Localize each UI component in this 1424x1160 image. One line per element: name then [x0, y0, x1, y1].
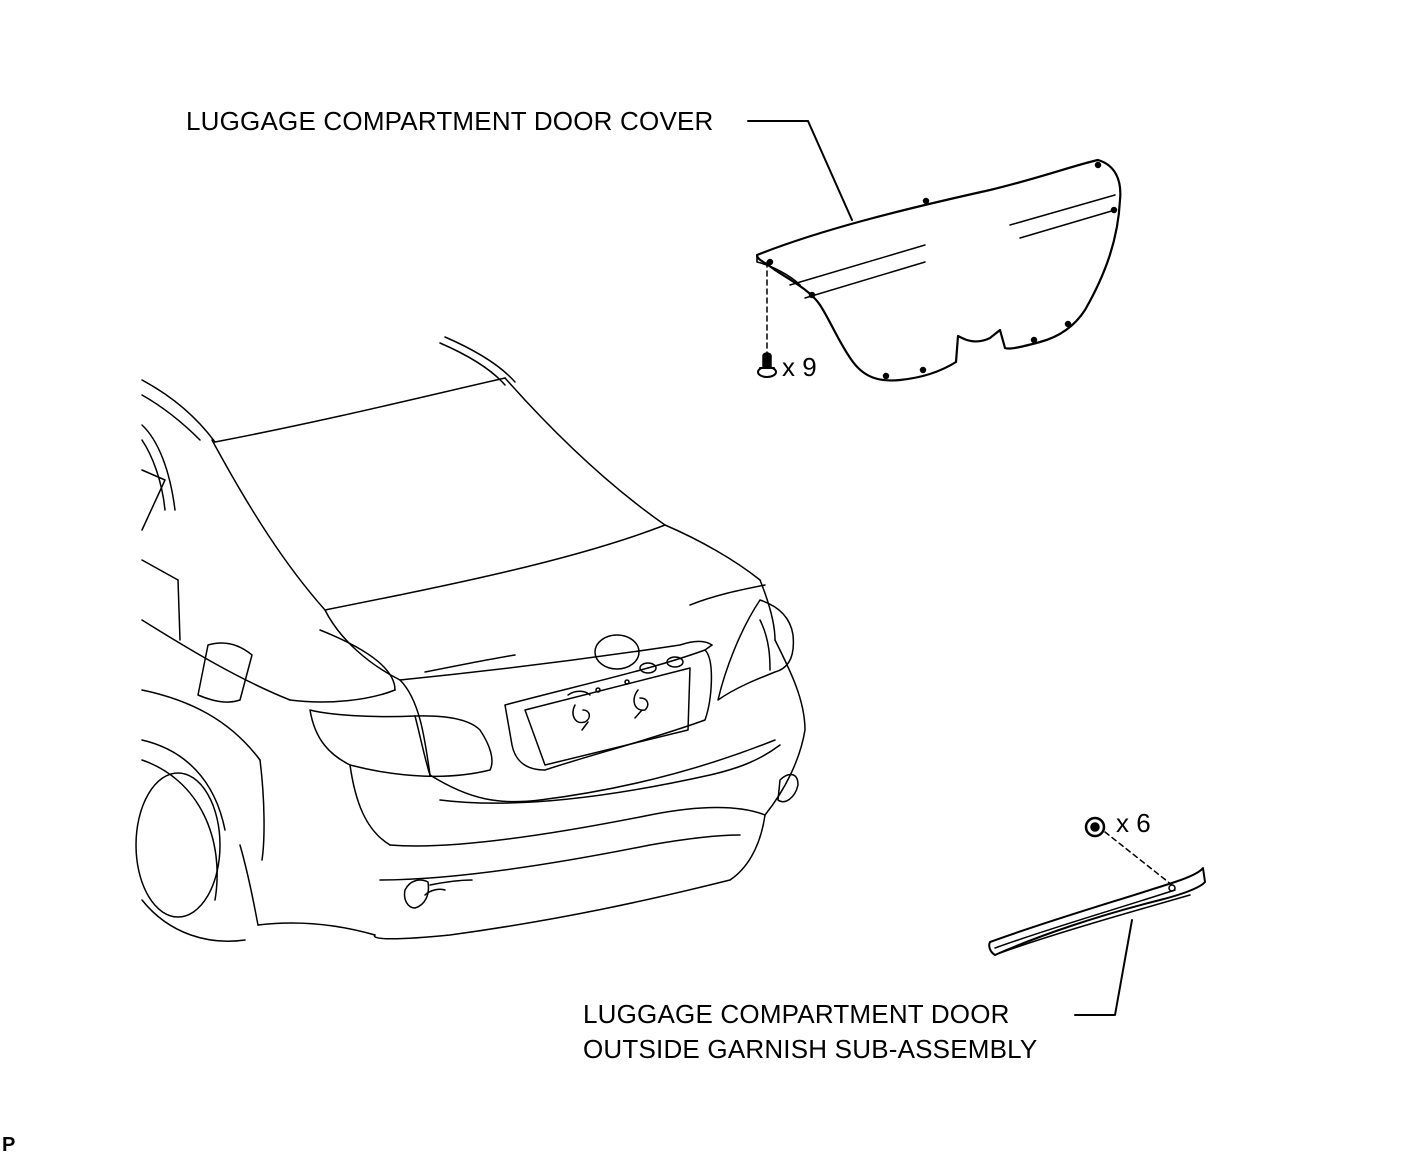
- clip-icon: [757, 352, 777, 378]
- door-cover-label: LUGGAGE COMPARTMENT DOOR COVER: [186, 106, 714, 136]
- nut-quantity: x 6: [1116, 808, 1151, 838]
- nut-icon: [1084, 816, 1106, 838]
- car-rear-illustration: [135, 336, 806, 942]
- garnish-part: [988, 831, 1206, 1016]
- garnish-label-line2: OUTSIDE GARNISH SUB-ASSEMBLY: [583, 1034, 1038, 1064]
- garnish-label-line1: LUGGAGE COMPARTMENT DOOR: [583, 999, 1010, 1029]
- clip-quantity: x 9: [782, 352, 817, 382]
- illustration-code: P: [2, 1134, 16, 1156]
- door-cover-part: [747, 120, 1122, 382]
